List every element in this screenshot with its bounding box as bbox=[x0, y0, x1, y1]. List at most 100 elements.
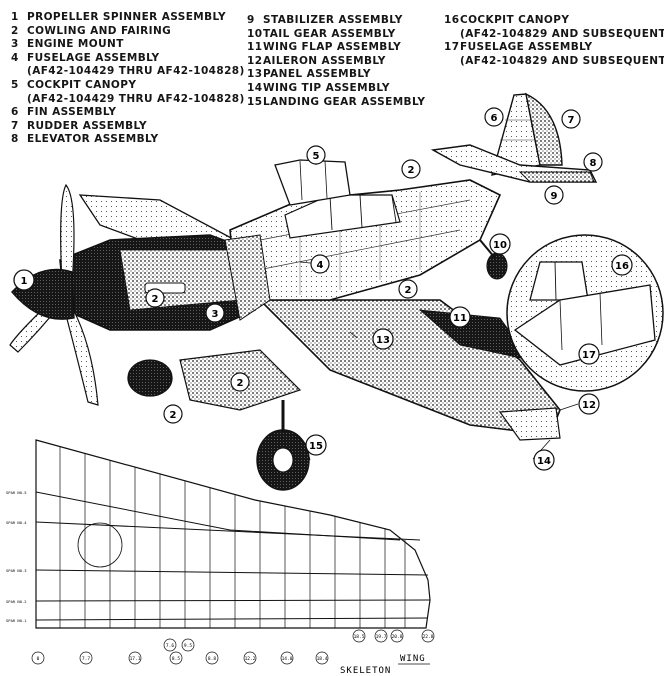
svg-text:2: 2 bbox=[170, 410, 177, 421]
svg-text:10: 10 bbox=[493, 240, 507, 251]
svg-text:5: 5 bbox=[313, 151, 320, 162]
svg-text:17.1: 17.1 bbox=[130, 656, 141, 662]
callout-9: 9 bbox=[544, 185, 564, 205]
svg-text:12: 12 bbox=[582, 400, 596, 411]
legend-item-16: 16COCKPIT CANOPY bbox=[444, 14, 570, 26]
callout-2e: 2 bbox=[163, 404, 183, 424]
station-marker: 8.5 bbox=[169, 651, 183, 665]
callout-2b: 2 bbox=[401, 159, 421, 179]
svg-text:13: 13 bbox=[376, 335, 390, 346]
callout-12: 12 bbox=[578, 393, 600, 415]
callout-2a: 2 bbox=[145, 288, 165, 308]
spar-label-2: SPAR NO.2 bbox=[6, 599, 27, 604]
svg-text:2: 2 bbox=[405, 285, 412, 296]
svg-text:8: 8 bbox=[590, 158, 597, 169]
svg-text:4: 4 bbox=[317, 260, 324, 271]
callout-2d: 2 bbox=[230, 372, 250, 392]
svg-text:1: 1 bbox=[21, 276, 28, 287]
svg-text:7: 7 bbox=[568, 115, 575, 126]
station-markers: 0 7.7 17.1 7.6 8.5 9.5 8.8 12.2 14.0 18.… bbox=[31, 629, 435, 665]
svg-text:9.5: 9.5 bbox=[184, 643, 192, 649]
callout-5: 5 bbox=[306, 145, 326, 165]
station-marker: 20.8 bbox=[390, 629, 404, 643]
main-wing bbox=[258, 299, 561, 441]
svg-text:0: 0 bbox=[37, 656, 40, 662]
station-marker: 18.4 bbox=[315, 651, 329, 665]
svg-text:6: 6 bbox=[491, 113, 498, 124]
wing-ribs bbox=[59, 447, 406, 628]
legend-item-17-note: (AF42-104829 AND SUBSEQUENT) bbox=[460, 54, 664, 67]
callout-8: 8 bbox=[583, 152, 603, 172]
legend-item-5-note: (AF42-104429 THRU AF42-104828) bbox=[27, 92, 245, 105]
svg-text:16: 16 bbox=[615, 261, 629, 272]
callout-1: 1 bbox=[13, 269, 35, 291]
callouts: 1 2 2 2 2 2 3 4 5 6 7 8 9 10 11 12 13 14… bbox=[13, 107, 633, 471]
legend-item-17: 17FUSELAGE ASSEMBLY bbox=[444, 41, 593, 54]
svg-text:7.6: 7.6 bbox=[166, 643, 174, 649]
callout-6: 6 bbox=[484, 107, 504, 127]
legend-item-12: 12AILERON ASSEMBLY bbox=[247, 54, 386, 67]
callout-16: 16 bbox=[611, 254, 633, 276]
svg-text:2: 2 bbox=[152, 294, 159, 305]
callout-15: 15 bbox=[305, 434, 327, 456]
svg-text:14: 14 bbox=[537, 456, 551, 467]
svg-text:7.7: 7.7 bbox=[82, 656, 90, 662]
canopy-5 bbox=[274, 159, 351, 206]
fuselage bbox=[229, 179, 502, 301]
legend-item-13: 13PANEL ASSEMBLY bbox=[247, 68, 371, 81]
spar-label-1: SPAR NO.1 bbox=[6, 618, 27, 623]
svg-text:8.8: 8.8 bbox=[208, 656, 216, 662]
svg-text:20.8: 20.8 bbox=[392, 634, 403, 640]
svg-text:9: 9 bbox=[551, 191, 558, 202]
callout-4: 4 bbox=[310, 254, 330, 274]
callout-11: 11 bbox=[449, 306, 471, 328]
legend-item-4-note: (AF42-104429 THRU AF42-104828) bbox=[27, 65, 245, 78]
svg-text:8.5: 8.5 bbox=[172, 656, 180, 662]
wing-skeleton: SPAR NO.5 SPAR NO.4 SPAR NO.3 SPAR NO.2 … bbox=[6, 439, 435, 676]
svg-text:17: 17 bbox=[582, 350, 596, 361]
legend-column-3: 16COCKPIT CANOPY (AF42-104829 AND SUBSEQ… bbox=[444, 14, 664, 68]
callout-14: 14 bbox=[533, 449, 555, 471]
callout-17: 17 bbox=[578, 343, 600, 365]
station-marker: 14.0 bbox=[280, 651, 294, 665]
spar-label-4: SPAR NO.4 bbox=[6, 520, 27, 525]
legend-item-16-note: (AF42-104829 AND SUBSEQUENT) bbox=[460, 27, 664, 40]
station-marker: 0 bbox=[31, 651, 45, 665]
spar-label-5: SPAR NO.5 bbox=[6, 490, 27, 495]
legend-item-11: 11WING FLAP ASSEMBLY bbox=[247, 41, 402, 54]
station-marker: 18.5 bbox=[352, 629, 366, 643]
svg-text:18.5: 18.5 bbox=[354, 634, 365, 640]
svg-text:11: 11 bbox=[453, 313, 467, 324]
station-marker: 12.2 bbox=[243, 651, 257, 665]
skeleton-title-skeleton: SKELETON bbox=[340, 666, 391, 676]
station-marker: 7.6 bbox=[163, 638, 177, 652]
svg-text:14.0: 14.0 bbox=[282, 656, 293, 662]
svg-text:12.2: 12.2 bbox=[245, 656, 256, 662]
callout-7: 7 bbox=[561, 109, 581, 129]
station-marker: 22.8 bbox=[421, 629, 435, 643]
callout-2c: 2 bbox=[398, 279, 418, 299]
station-marker: 19.7 bbox=[374, 629, 388, 643]
station-marker: 7.7 bbox=[79, 651, 93, 665]
skeleton-title-wing: WING bbox=[400, 654, 426, 664]
callout-10: 10 bbox=[489, 233, 511, 255]
svg-text:15: 15 bbox=[309, 441, 323, 452]
cockpit-inset bbox=[506, 234, 664, 392]
callout-3: 3 bbox=[205, 303, 225, 323]
legend-item-15: 15LANDING GEAR ASSEMBLY bbox=[247, 95, 426, 108]
legend-item-14: 14WING TIP ASSEMBLY bbox=[247, 81, 390, 94]
svg-text:22.8: 22.8 bbox=[423, 634, 434, 640]
spar-label-3: SPAR NO.3 bbox=[6, 568, 27, 573]
station-marker: 8.8 bbox=[205, 651, 219, 665]
svg-text:2: 2 bbox=[237, 378, 244, 389]
engine-cowling bbox=[59, 234, 271, 331]
